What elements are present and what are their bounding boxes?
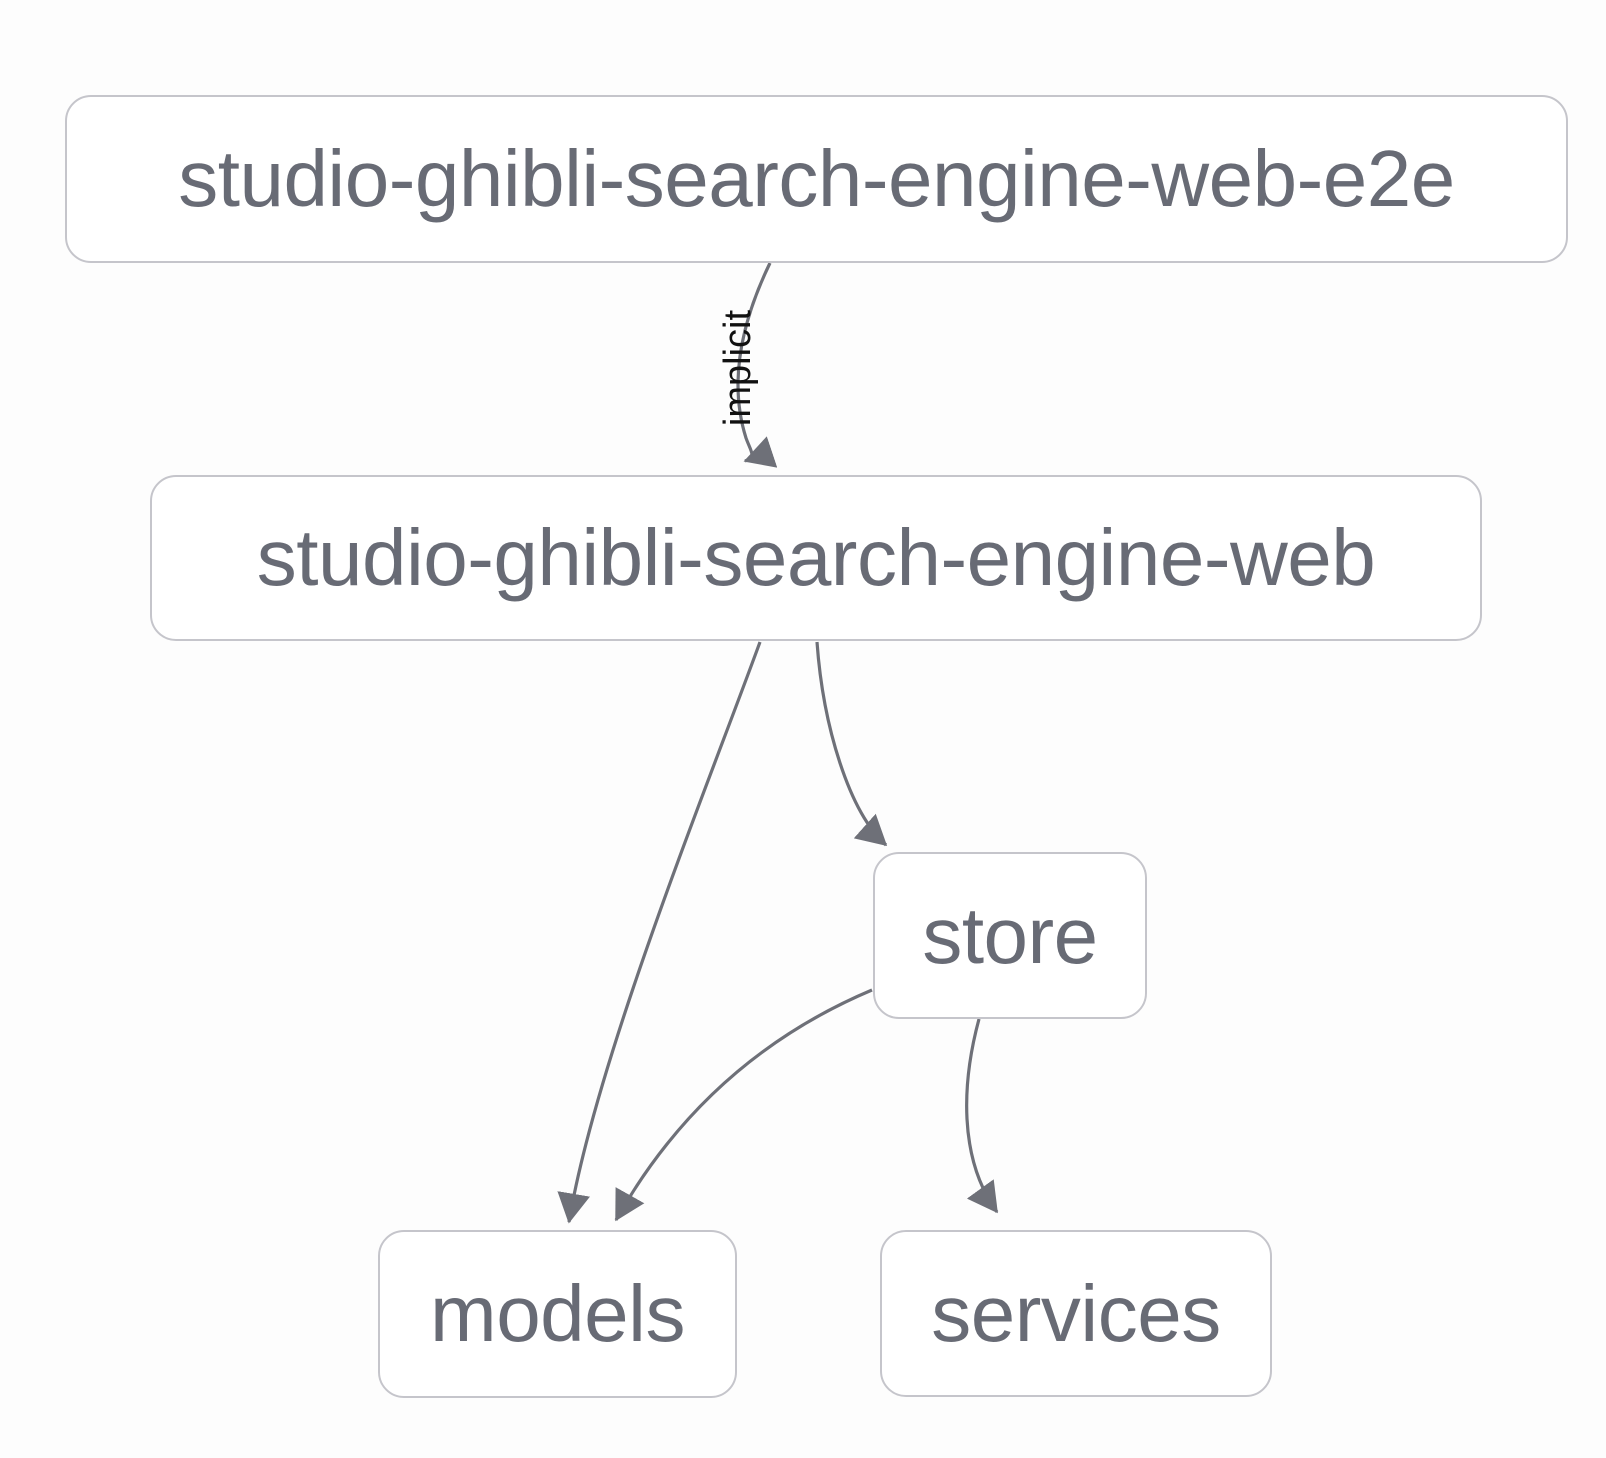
edge-store-to-models — [614, 988, 873, 1222]
node-models[interactable]: models — [378, 1230, 737, 1398]
edge-store-to-services — [965, 1018, 999, 1214]
node-services[interactable]: services — [880, 1230, 1272, 1397]
edge-e2e-to-web — [736, 262, 778, 468]
edge-label-implicit: implicit — [717, 309, 759, 427]
node-studio-ghibli-search-engine-web[interactable]: studio-ghibli-search-engine-web — [150, 475, 1482, 641]
node-studio-ghibli-search-engine-web-e2e[interactable]: studio-ghibli-search-engine-web-e2e — [65, 95, 1568, 263]
node-store[interactable]: store — [873, 852, 1147, 1019]
node-label: services — [931, 1268, 1221, 1358]
node-label: studio-ghibli-search-engine-web — [256, 513, 1376, 602]
node-label: store — [922, 890, 1098, 980]
edge-web-to-store — [815, 641, 888, 847]
node-label: models — [430, 1269, 685, 1358]
edge-web-to-models — [557, 641, 762, 1224]
node-label: studio-ghibli-search-engine-web-e2e — [178, 134, 1455, 223]
